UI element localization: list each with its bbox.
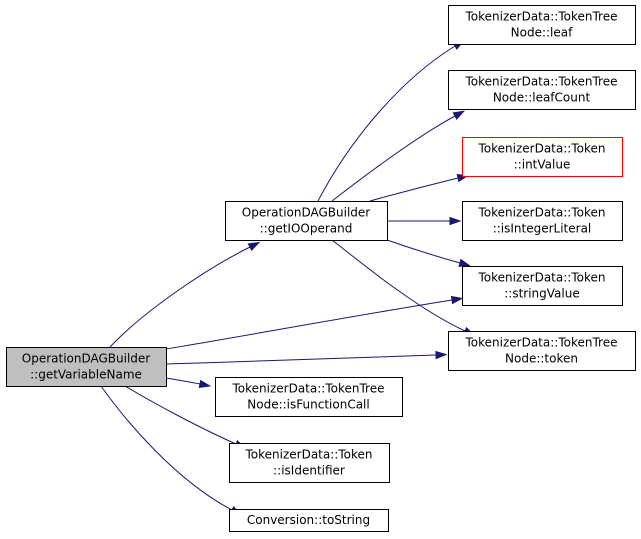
node-box (448, 331, 636, 371)
edge-get-variable-name-to-get-iooperand (109, 241, 261, 348)
call-nodes: OperationDAGBuilder::getVariableNameOper… (6, 5, 636, 532)
node-box (229, 443, 390, 483)
edge-get-iooperand-to-leaf (317, 39, 465, 202)
node-box (448, 70, 636, 110)
edge-get-variable-name-to-string-value (165, 295, 464, 350)
node-label-line: OperationDAGBuilder (22, 352, 151, 366)
node-label-line: TokenizerData::Token (478, 271, 606, 285)
edge-get-iooperand-to-leaf-count (331, 110, 466, 202)
edge-get-iooperand-to-token (331, 239, 476, 336)
node-box (462, 201, 623, 241)
edge-line (386, 239, 461, 264)
arrowhead (449, 216, 462, 226)
arrowhead (247, 241, 261, 251)
node-box (448, 5, 636, 45)
edge-get-iooperand-to-string-value (386, 239, 472, 267)
node-label-line: Conversion::toString (247, 513, 370, 527)
edge-get-iooperand-to-int-value (369, 174, 470, 202)
edge-line (165, 354, 437, 365)
node-is-identifier[interactable]: TokenizerData::Token::isIdentifier (229, 443, 390, 483)
node-label-line: TokenizerData::Token (478, 142, 606, 156)
node-label-line: Node::isFunctionCall (247, 398, 369, 412)
edge-line (317, 45, 456, 202)
edge-line (100, 385, 233, 511)
node-get-iooperand[interactable]: OperationDAGBuilder::getIOOperand (225, 201, 388, 241)
node-label-line: TokenizerData::TokenTree (465, 75, 618, 89)
node-is-function-call[interactable]: TokenizerData::TokenTreeNode::isFunction… (215, 377, 403, 417)
node-label-line: ::stringValue (504, 287, 580, 301)
node-to-string[interactable]: Conversion::toString (229, 509, 389, 532)
node-label-line: ::getIOOperand (260, 222, 353, 236)
node-label-line: Node::token (505, 352, 578, 366)
node-box (229, 509, 389, 532)
node-label-line: Node::leaf (511, 26, 573, 40)
edge-line (331, 239, 466, 332)
edge-line (165, 377, 201, 385)
arrowhead (458, 258, 472, 267)
node-string-value[interactable]: TokenizerData::Token::stringValue (462, 266, 623, 306)
node-box (462, 137, 623, 177)
node-label-line: Node::leafCount (493, 91, 591, 105)
node-box (225, 201, 388, 241)
node-label-line: ::isIntegerLiteral (493, 222, 592, 236)
arrowhead (450, 295, 464, 305)
edge-get-variable-name-to-is-function-call (165, 377, 212, 388)
edge-line (369, 177, 459, 202)
edge-get-iooperand-to-is-integer-literal (387, 216, 462, 226)
node-box (6, 347, 167, 387)
arrowhead (452, 110, 466, 120)
node-label-line: ::isIdentifier (273, 464, 345, 478)
node-box (215, 377, 403, 417)
edge-line (331, 115, 456, 202)
edge-line (165, 299, 453, 350)
node-label-line: ::getVariableName (30, 368, 142, 382)
node-label-line: TokenizerData::TokenTree (465, 10, 618, 24)
edge-get-variable-name-to-token (165, 350, 448, 365)
node-label-line: TokenizerData::Token (478, 206, 606, 220)
node-label-line: TokenizerData::Token (245, 448, 373, 462)
edge-line (124, 385, 237, 445)
node-int-value[interactable]: TokenizerData::Token::intValue (462, 137, 623, 177)
node-get-variable-name[interactable]: OperationDAGBuilder::getVariableName (6, 347, 167, 387)
edge-line (109, 246, 251, 348)
node-label-line: TokenizerData::TokenTree (465, 336, 618, 350)
arrowhead (198, 379, 212, 388)
node-label-line: OperationDAGBuilder (242, 206, 371, 220)
arrowhead (435, 350, 448, 360)
node-label-line: TokenizerData::TokenTree (232, 382, 385, 396)
node-box (462, 266, 623, 306)
node-label-line: ::intValue (514, 158, 571, 172)
node-is-integer-literal[interactable]: TokenizerData::Token::isIntegerLiteral (462, 201, 623, 241)
